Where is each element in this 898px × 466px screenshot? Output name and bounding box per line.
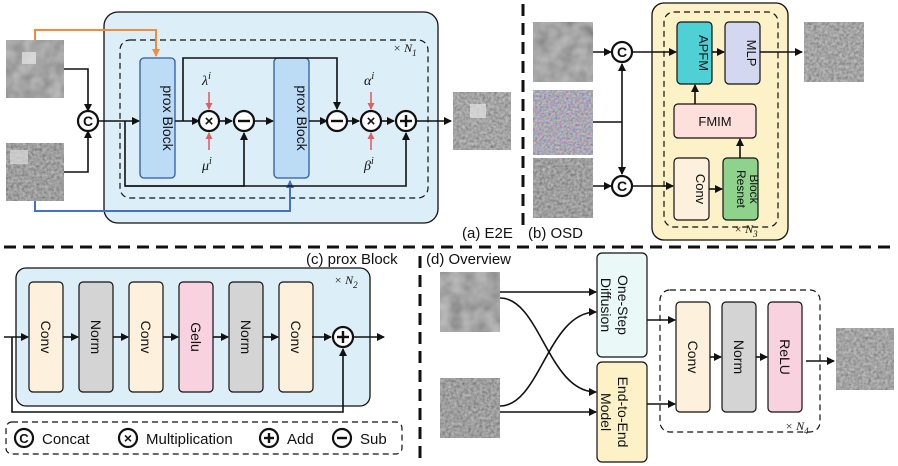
prox-layer-3-label: Conv [138, 321, 154, 354]
svg-text:C: C [617, 44, 627, 60]
panel-prox: (c) prox Block × N2 Conv Norm Conv Gelu Norm… [4, 251, 398, 413]
mlp-block: MLP [724, 21, 761, 85]
e2e-repeat-box [119, 39, 429, 199]
svg-text:×: × [124, 430, 132, 446]
svg-text:C: C [19, 431, 29, 446]
resnet-block: ResnetBlock [722, 157, 761, 221]
prox-layer-2-label: Norm [88, 320, 104, 354]
fmim-label: FMIM [698, 114, 731, 129]
osd-panel-label: (b) OSD [528, 225, 583, 242]
e2e-output-image [453, 92, 511, 150]
e2e-panel-label: (a) E2E [462, 225, 513, 242]
prox-layer-4-label: Gelu [188, 322, 204, 352]
legend-multiplication: × Multiplication [117, 427, 233, 449]
prox-block-1: prox Block [139, 57, 176, 179]
legend-concat: C Concat [13, 427, 90, 449]
overview-layer-1-label: Conv [685, 341, 701, 374]
osd-output-image [804, 22, 864, 82]
svg-text:C: C [617, 178, 627, 194]
orange-skip-arrow [34, 29, 160, 57]
prox-layer-5-label: Norm [238, 320, 254, 354]
mu-label: μi [201, 156, 212, 174]
overview-layer-stack: Conv Norm ReLU [675, 301, 803, 413]
prox-add-op [331, 325, 355, 349]
lambda-label: λi [201, 71, 211, 89]
legend: C Concat × Multiplication Add Sub [5, 421, 403, 455]
beta-label: βi [363, 156, 374, 174]
overview-layer-3-label: ReLU [777, 339, 793, 375]
prox-block-2: prox Block [273, 57, 310, 179]
e2e-concat-op: C [76, 109, 100, 133]
overview-layer-2-label: Norm [731, 340, 747, 374]
legend-add: Add [258, 427, 314, 449]
mlp-label: MLP [744, 40, 759, 67]
svg-text:×: × [367, 113, 376, 130]
prox-layer-6-label: Conv [288, 321, 304, 354]
overview-layer-3 [767, 301, 803, 413]
panel-e2e: × N1 C prox Block [6, 11, 513, 242]
svg-text:×: × [205, 113, 214, 130]
overview-input-lr [440, 272, 500, 332]
svg-text:Multiplication: Multiplication [146, 431, 233, 448]
prox-layer-stack: Conv Norm Conv Gelu Norm Conv [28, 281, 314, 393]
arrow-lr-to-concat [64, 68, 92, 112]
osd-input-lr [533, 22, 593, 82]
legend-sub: Sub [331, 427, 387, 449]
apfm-label: APFM [696, 35, 711, 71]
one-step-diffusion-block: One-StepDiffusion [596, 252, 648, 358]
svg-text:Concat: Concat [42, 431, 90, 448]
end-to-end-model-block: End-to-EndModel [596, 361, 648, 463]
osd-repeat-label: × N3 [734, 222, 758, 239]
apfm-block: APFM [676, 21, 713, 85]
osd-input-pan [533, 158, 593, 218]
e2e-mult-alpha: × [359, 109, 383, 133]
legend-box [5, 421, 403, 455]
one-step-diffusion-label: One-StepDiffusion [598, 275, 631, 335]
alpha-label: αi [364, 71, 374, 89]
prox-panel-label: (c) prox Block [306, 251, 398, 268]
end-to-end-model-label: End-to-EndModel [598, 377, 631, 448]
svg-text:Add: Add [287, 431, 314, 448]
prox-repeat-label: × N2 [334, 273, 358, 290]
osd-conv-label: Conv [693, 174, 708, 205]
osd-noise-image [533, 90, 593, 155]
input-image-pan [6, 143, 64, 201]
osd-concat-bottom: C [610, 174, 634, 198]
fmim-block: FMIM [673, 103, 757, 139]
prox-block-1-label: prox Block [160, 85, 176, 151]
overview-repeat-label: × N4 [785, 419, 809, 436]
prox-layer-1-label: Conv [38, 321, 54, 354]
panel-osd: C C × N3 APFM MLP FMIM [528, 2, 864, 242]
osd-conv-block: Conv [673, 157, 710, 221]
input-image-lr [6, 40, 64, 98]
svg-text:C: C [83, 113, 93, 129]
e2e-mult-lambda: × [197, 109, 221, 133]
osd-concat-top: C [610, 40, 634, 64]
e2e-sub-2 [325, 109, 349, 133]
arrow-pan-to-concat [64, 130, 92, 173]
e2e-add-op [394, 109, 418, 133]
overview-input-pan [440, 378, 500, 438]
overview-output-image [836, 328, 894, 390]
e2e-sub-1 [232, 109, 256, 133]
svg-text:Sub: Sub [360, 431, 387, 448]
panel-overview: (d) Overview One-StepDiffusion End-to-En… [426, 251, 894, 463]
overview-repeat-box [659, 289, 821, 433]
overview-panel-label: (d) Overview [426, 251, 511, 268]
resnet-label: ResnetBlock [734, 170, 761, 209]
prox-block-2-label: prox Block [294, 85, 310, 151]
e2e-repeat-label: × N1 [393, 41, 417, 58]
blue-skip-arrow [34, 180, 294, 212]
